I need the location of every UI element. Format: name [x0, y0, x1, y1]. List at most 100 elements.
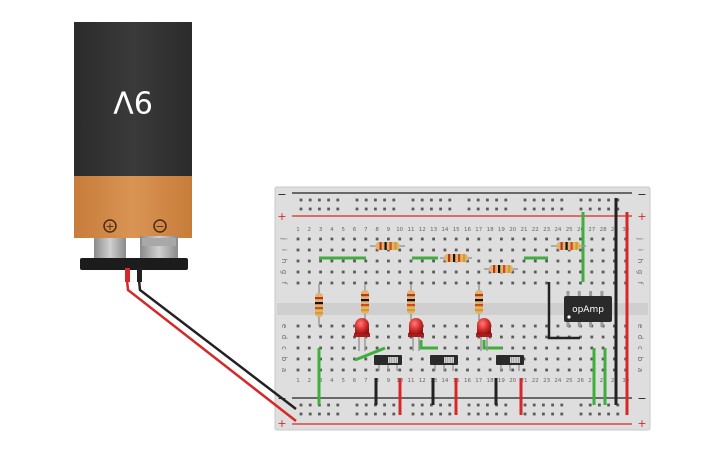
rail-hole[interactable] [523, 403, 527, 407]
hole[interactable] [545, 270, 548, 274]
rail-hole[interactable] [560, 412, 564, 416]
hole[interactable] [522, 281, 526, 285]
rail-hole[interactable] [616, 403, 620, 407]
hole[interactable] [375, 270, 379, 274]
hole[interactable] [545, 335, 548, 339]
hole[interactable] [590, 270, 594, 274]
hole[interactable] [511, 335, 515, 339]
hole[interactable] [454, 346, 458, 350]
hole[interactable] [432, 281, 435, 285]
hole[interactable] [307, 335, 311, 339]
rail-hole[interactable] [355, 207, 359, 211]
hole[interactable] [330, 237, 334, 241]
battery-red-lead[interactable] [125, 279, 297, 422]
rail-hole[interactable] [467, 403, 471, 407]
hole[interactable] [398, 335, 402, 339]
rail-hole[interactable] [579, 207, 583, 211]
hole[interactable] [420, 270, 424, 274]
hole[interactable] [613, 237, 616, 241]
hole[interactable] [533, 237, 537, 241]
rail-hole[interactable] [542, 207, 545, 211]
switch-knob[interactable] [444, 357, 454, 363]
rail-hole[interactable] [486, 412, 489, 416]
rail-hole[interactable] [299, 403, 303, 407]
rail-hole[interactable] [336, 412, 340, 416]
hole[interactable] [307, 248, 311, 252]
rail-hole[interactable] [579, 412, 583, 416]
hole[interactable] [364, 357, 368, 361]
rail-hole[interactable] [308, 198, 312, 202]
hole[interactable] [443, 346, 447, 350]
hole[interactable] [466, 346, 469, 350]
hole[interactable] [353, 324, 356, 328]
hole[interactable] [590, 248, 594, 252]
hole[interactable] [319, 335, 322, 339]
rail-hole[interactable] [383, 207, 386, 211]
rail-hole[interactable] [616, 412, 620, 416]
rail-hole[interactable] [560, 403, 564, 407]
hole[interactable] [341, 259, 345, 263]
hole[interactable] [409, 368, 413, 372]
hole[interactable] [330, 248, 334, 252]
hole[interactable] [590, 335, 594, 339]
hole[interactable] [330, 335, 334, 339]
hole[interactable] [556, 248, 560, 252]
hole[interactable] [466, 248, 469, 252]
hole[interactable] [613, 368, 616, 372]
hole[interactable] [466, 324, 469, 328]
hole[interactable] [319, 270, 322, 274]
hole[interactable] [533, 248, 537, 252]
hole[interactable] [533, 346, 537, 350]
hole[interactable] [341, 357, 345, 361]
hole[interactable] [319, 248, 322, 252]
hole[interactable] [601, 259, 605, 263]
hole[interactable] [432, 270, 435, 274]
rail-hole[interactable] [560, 207, 564, 211]
hole[interactable] [319, 357, 322, 361]
switch-knob[interactable] [510, 357, 520, 363]
hole[interactable] [590, 281, 594, 285]
hole[interactable] [522, 248, 526, 252]
resistor-4[interactable] [551, 242, 586, 250]
hole[interactable] [500, 248, 503, 252]
hole[interactable] [443, 335, 447, 339]
rail-hole[interactable] [364, 207, 368, 211]
hole[interactable] [409, 281, 413, 285]
hole[interactable] [601, 346, 605, 350]
hole[interactable] [601, 248, 605, 252]
battery-9v[interactable]: 9V + − [74, 22, 192, 282]
hole[interactable] [522, 335, 526, 339]
breadboard[interactable]: − + − + − + − + 112233445566778899101011… [274, 186, 651, 431]
rail-hole[interactable] [439, 412, 442, 416]
rail-hole[interactable] [560, 198, 564, 202]
hole[interactable] [477, 270, 481, 274]
rail-hole[interactable] [476, 412, 480, 416]
hole[interactable] [375, 248, 379, 252]
hole[interactable] [364, 346, 368, 350]
hole[interactable] [556, 357, 560, 361]
hole[interactable] [466, 368, 469, 372]
hole[interactable] [533, 335, 537, 339]
hole[interactable] [364, 281, 368, 285]
rail-hole[interactable] [504, 412, 508, 416]
hole[interactable] [613, 357, 616, 361]
hole[interactable] [307, 281, 311, 285]
rail-hole[interactable] [327, 412, 330, 416]
hole[interactable] [500, 259, 503, 263]
rail-hole[interactable] [486, 207, 489, 211]
hole[interactable] [375, 324, 379, 328]
hole[interactable] [579, 259, 582, 263]
hole[interactable] [420, 259, 424, 263]
hole[interactable] [341, 368, 345, 372]
hole[interactable] [432, 324, 435, 328]
rail-hole[interactable] [392, 198, 396, 202]
hole[interactable] [409, 259, 413, 263]
rail-hole[interactable] [504, 207, 508, 211]
hole[interactable] [567, 368, 571, 372]
hole[interactable] [522, 270, 526, 274]
hole[interactable] [387, 281, 390, 285]
rail-hole[interactable] [392, 207, 396, 211]
rail-hole[interactable] [467, 207, 471, 211]
rail-hole[interactable] [299, 207, 303, 211]
rail-hole[interactable] [598, 403, 601, 407]
